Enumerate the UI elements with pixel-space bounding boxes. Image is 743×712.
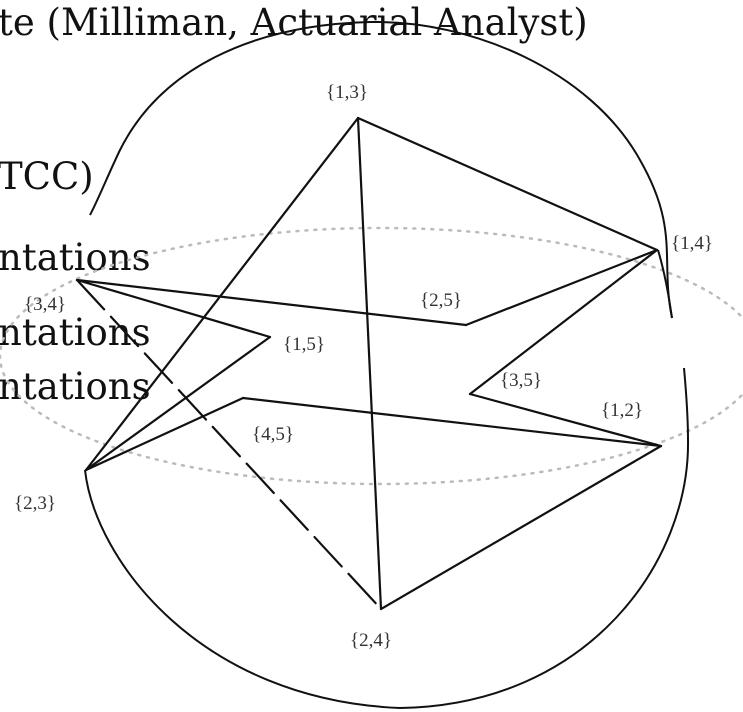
edge [468,248,659,396]
background-bullet-text: ntations [0,365,151,408]
edge [75,278,272,339]
edge [241,396,663,448]
outer-arc [84,367,690,710]
edge [84,396,245,472]
edge [84,335,272,472]
vertex-label: {2,5} [420,290,462,311]
outer-arc [89,20,673,319]
vertex-label: {3,4} [24,294,66,315]
background-bullet-text: ntations [0,236,151,279]
vertex-label: {1,2} [601,400,643,421]
vertex-label: {2,3} [14,493,56,514]
vertex-label: {2,4} [350,630,392,651]
edge [464,248,659,327]
background-bullet-text: TCC) [0,155,94,198]
vertex-label: {1,4} [671,233,713,254]
outer-arc [657,249,673,319]
edge [379,444,663,611]
dotted-ellipse [0,226,743,486]
edge [75,278,383,611]
background-title-text: te (Milliman, Actuarial Analyst) [0,1,588,44]
vertex-label: {1,3} [326,82,368,103]
vertex-label: {4,5} [252,424,294,445]
edge [75,278,468,327]
edge [468,392,663,448]
vertex-label: {3,5} [500,370,542,391]
edge [356,116,659,252]
vertex-label: {1,5} [283,334,325,355]
edge [356,116,383,611]
graph-edges [75,116,663,611]
edge [84,116,360,472]
